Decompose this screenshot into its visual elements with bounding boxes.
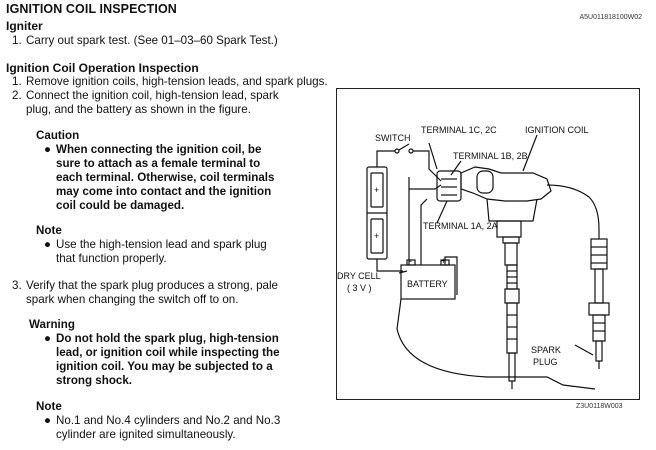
dry-cell-lead <box>376 259 403 272</box>
warning-heading: Warning <box>29 318 75 331</box>
operation-step-1: 1. Remove ignition coils, high-tension le… <box>12 75 328 89</box>
label-ignition-coil: IGNITION COIL <box>525 125 589 135</box>
document-id: A5U011818100W02 <box>579 14 642 21</box>
bullet-icon: ● <box>44 414 52 427</box>
battery-icon: - + <box>400 256 456 300</box>
battery-negative-lead <box>420 198 428 265</box>
label-terminal-1c: TERMINAL 1C, 2C <box>421 125 497 135</box>
spark-plug-icon <box>588 238 610 369</box>
label-terminal-1a: TERMINAL 1A, 2A <box>423 221 498 231</box>
label-dry-cell: DRY CELL <box>337 271 381 281</box>
figure-id: Z3U0118W003 <box>576 403 623 410</box>
label-switch: SWITCH <box>375 133 411 143</box>
step-text: Verify that the spark plug produces a st… <box>26 279 278 292</box>
dry-cell-icon: + + <box>366 166 388 260</box>
note-1-text: ●Use the high-tension lead and spark plu… <box>44 238 267 265</box>
svg-text:+: + <box>374 231 379 241</box>
note-2-text: ●No.1 and No.4 cylinders and No.2 and No… <box>44 414 281 441</box>
label-leader-dry-cell <box>398 270 408 274</box>
step-text-continued: plug, and the battery as shown in the fi… <box>26 103 251 116</box>
step-text-continued: spark when changing the switch off to on… <box>26 293 239 306</box>
label-battery: BATTERY <box>407 279 448 289</box>
operation-heading: Ignition Coil Operation Inspection <box>6 61 199 75</box>
note-2-heading: Note <box>36 400 62 413</box>
operation-step-3: 3. Verify that the spark plug produces a … <box>12 279 278 307</box>
label-leader-terminal-1b <box>450 160 462 176</box>
label-leader-spark-plug <box>574 344 594 356</box>
note-1-heading: Note <box>36 224 62 237</box>
label-leader-terminal-1c <box>428 142 438 170</box>
operation-step-2: 2. Connect the ignition coil, high-tensio… <box>12 89 279 117</box>
bullet-icon: ● <box>44 143 52 156</box>
igniter-step-1: 1. Carry out spark test. (See 01–03–60 Sp… <box>12 34 278 48</box>
warning-text: ●Do not hold the spark plug, high-tensio… <box>44 332 280 387</box>
svg-text:+: + <box>374 185 379 195</box>
step-text: Remove ignition coils, high-tension lead… <box>26 75 328 88</box>
wiring-diagram: + + - + <box>337 125 610 390</box>
bullet-icon: ● <box>44 332 52 345</box>
label-spark: SPARK <box>531 345 561 355</box>
switch-icon <box>376 143 434 174</box>
label-terminal-1b: TERMINAL 1B, 2B <box>453 151 528 161</box>
high-tension-lead <box>546 184 600 239</box>
svg-text:+: + <box>441 256 446 266</box>
terminal-wire-2 <box>408 177 442 190</box>
step-number: 1. <box>12 75 22 88</box>
caution-heading: Caution <box>36 129 80 142</box>
step-text: Connect the ignition coil, high-tension … <box>26 89 279 102</box>
label-leader-terminal-1a <box>436 200 448 224</box>
label-leader-ignition-coil <box>522 134 538 172</box>
wiring-diagram-figure: + + - + <box>336 88 640 400</box>
caution-text: ●When connecting the ignition coil, be s… <box>44 143 275 212</box>
page-title: IGNITION COIL INSPECTION <box>6 2 177 16</box>
svg-text:-: - <box>409 256 412 266</box>
ground-wire <box>396 298 596 390</box>
bullet-icon: ● <box>44 238 52 251</box>
ignition-coil-icon <box>460 166 552 266</box>
step-number: 1. <box>12 34 22 47</box>
step-number: 3. <box>12 279 22 292</box>
igniter-heading: Igniter <box>6 19 43 33</box>
connector-icon <box>436 170 462 202</box>
label-dry-cell-voltage: ( 3 V ) <box>347 283 372 293</box>
battery-ground-wire <box>444 256 458 295</box>
step-number: 2. <box>12 89 22 102</box>
label-plug: PLUG <box>533 357 558 367</box>
spark-plug-icon <box>504 264 520 389</box>
step-text: Carry out spark test. (See 01–03–60 Spar… <box>26 34 278 47</box>
